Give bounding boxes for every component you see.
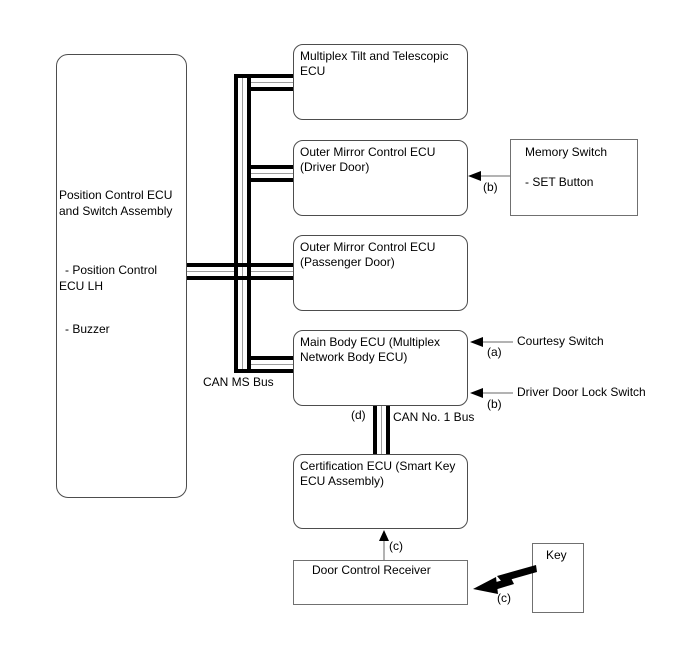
ecu-box-label: Multiplex Tilt and Telescopic ECU xyxy=(300,49,449,78)
b-annotation-set: (b) xyxy=(483,180,498,194)
set-button-item: - SET Button xyxy=(525,175,594,189)
position-control-ecu-title: Position Control ECU and Switch Assembly xyxy=(59,188,173,218)
arrow-memory-to-driver-mirror-icon xyxy=(468,171,481,181)
can-no1-bus-vertical xyxy=(373,406,390,455)
position-control-ecu-box: Position Control ECU and Switch Assembly… xyxy=(56,54,187,498)
ecu-box-main-body: Main Body ECU (Multiplex Network Body EC… xyxy=(293,330,468,406)
key-label: Key xyxy=(546,548,567,562)
key-box: Key xyxy=(532,543,584,613)
bus-junction-patch xyxy=(234,276,251,280)
courtesy-switch-label: Courtesy Switch xyxy=(517,334,604,348)
arrow-receiver-to-certification-icon xyxy=(379,530,389,541)
arrow-courtesy-line xyxy=(483,341,513,343)
buzzer-item: - Buzzer xyxy=(65,322,110,336)
can-ms-branch-driver-mirror xyxy=(251,165,293,182)
arrow-door-lock-to-main-body-icon xyxy=(470,388,483,398)
ecu-box-label: Outer Mirror Control ECU (Passenger Door… xyxy=(300,240,436,269)
d-annotation: (d) xyxy=(351,408,366,422)
memory-switch-title: Memory Switch xyxy=(525,145,608,159)
wireless-signal-lightning-bolt-icon xyxy=(473,565,537,594)
bus-corner-top xyxy=(234,74,251,91)
ecu-box-certification: Certification ECU (Smart Key ECU Assembl… xyxy=(293,454,468,529)
position-control-ecu-item: - Position Control ECU LH xyxy=(59,263,158,293)
ecu-box-multiplex-tilt: Multiplex Tilt and Telescopic ECU xyxy=(293,44,468,120)
door-control-receiver-box: Door Control Receiver xyxy=(293,560,468,605)
can-no1-bus-label: CAN No. 1 Bus xyxy=(393,410,475,424)
can-ms-branch-main-body xyxy=(251,356,293,373)
door-control-receiver-label: Door Control Receiver xyxy=(312,563,431,577)
bus-junction-patch xyxy=(234,263,251,267)
arrow-courtesy-to-main-body-icon xyxy=(470,337,483,347)
memory-switch-box: Memory Switch - SET Button xyxy=(510,139,638,216)
ecu-box-outer-mirror-passenger: Outer Mirror Control ECU (Passenger Door… xyxy=(293,235,468,311)
c-annotation-wireless: (c) xyxy=(497,591,511,605)
bus-corner-bottom xyxy=(234,356,251,373)
b-annotation-lock: (b) xyxy=(487,397,502,411)
c-annotation-receiver: (c) xyxy=(389,539,403,553)
ecu-box-label: Main Body ECU (Multiplex Network Body EC… xyxy=(300,335,441,364)
ecu-box-label: Certification ECU (Smart Key ECU Assembl… xyxy=(300,459,456,488)
a-annotation: (a) xyxy=(487,345,502,359)
ecu-box-outer-mirror-driver: Outer Mirror Control ECU (Driver Door) xyxy=(293,140,468,216)
can-ms-branch-tilt-ecu xyxy=(251,74,293,91)
arrow-memory-line xyxy=(481,175,510,177)
can-ms-bus-label: CAN MS Bus xyxy=(203,375,274,389)
can-ms-bus-vertical xyxy=(234,74,251,373)
driver-door-lock-switch-label: Driver Door Lock Switch xyxy=(517,385,646,399)
ecu-box-label: Outer Mirror Control ECU (Driver Door) xyxy=(300,145,436,174)
arrow-door-lock-line xyxy=(483,392,513,394)
arrow-receiver-line xyxy=(383,541,385,560)
